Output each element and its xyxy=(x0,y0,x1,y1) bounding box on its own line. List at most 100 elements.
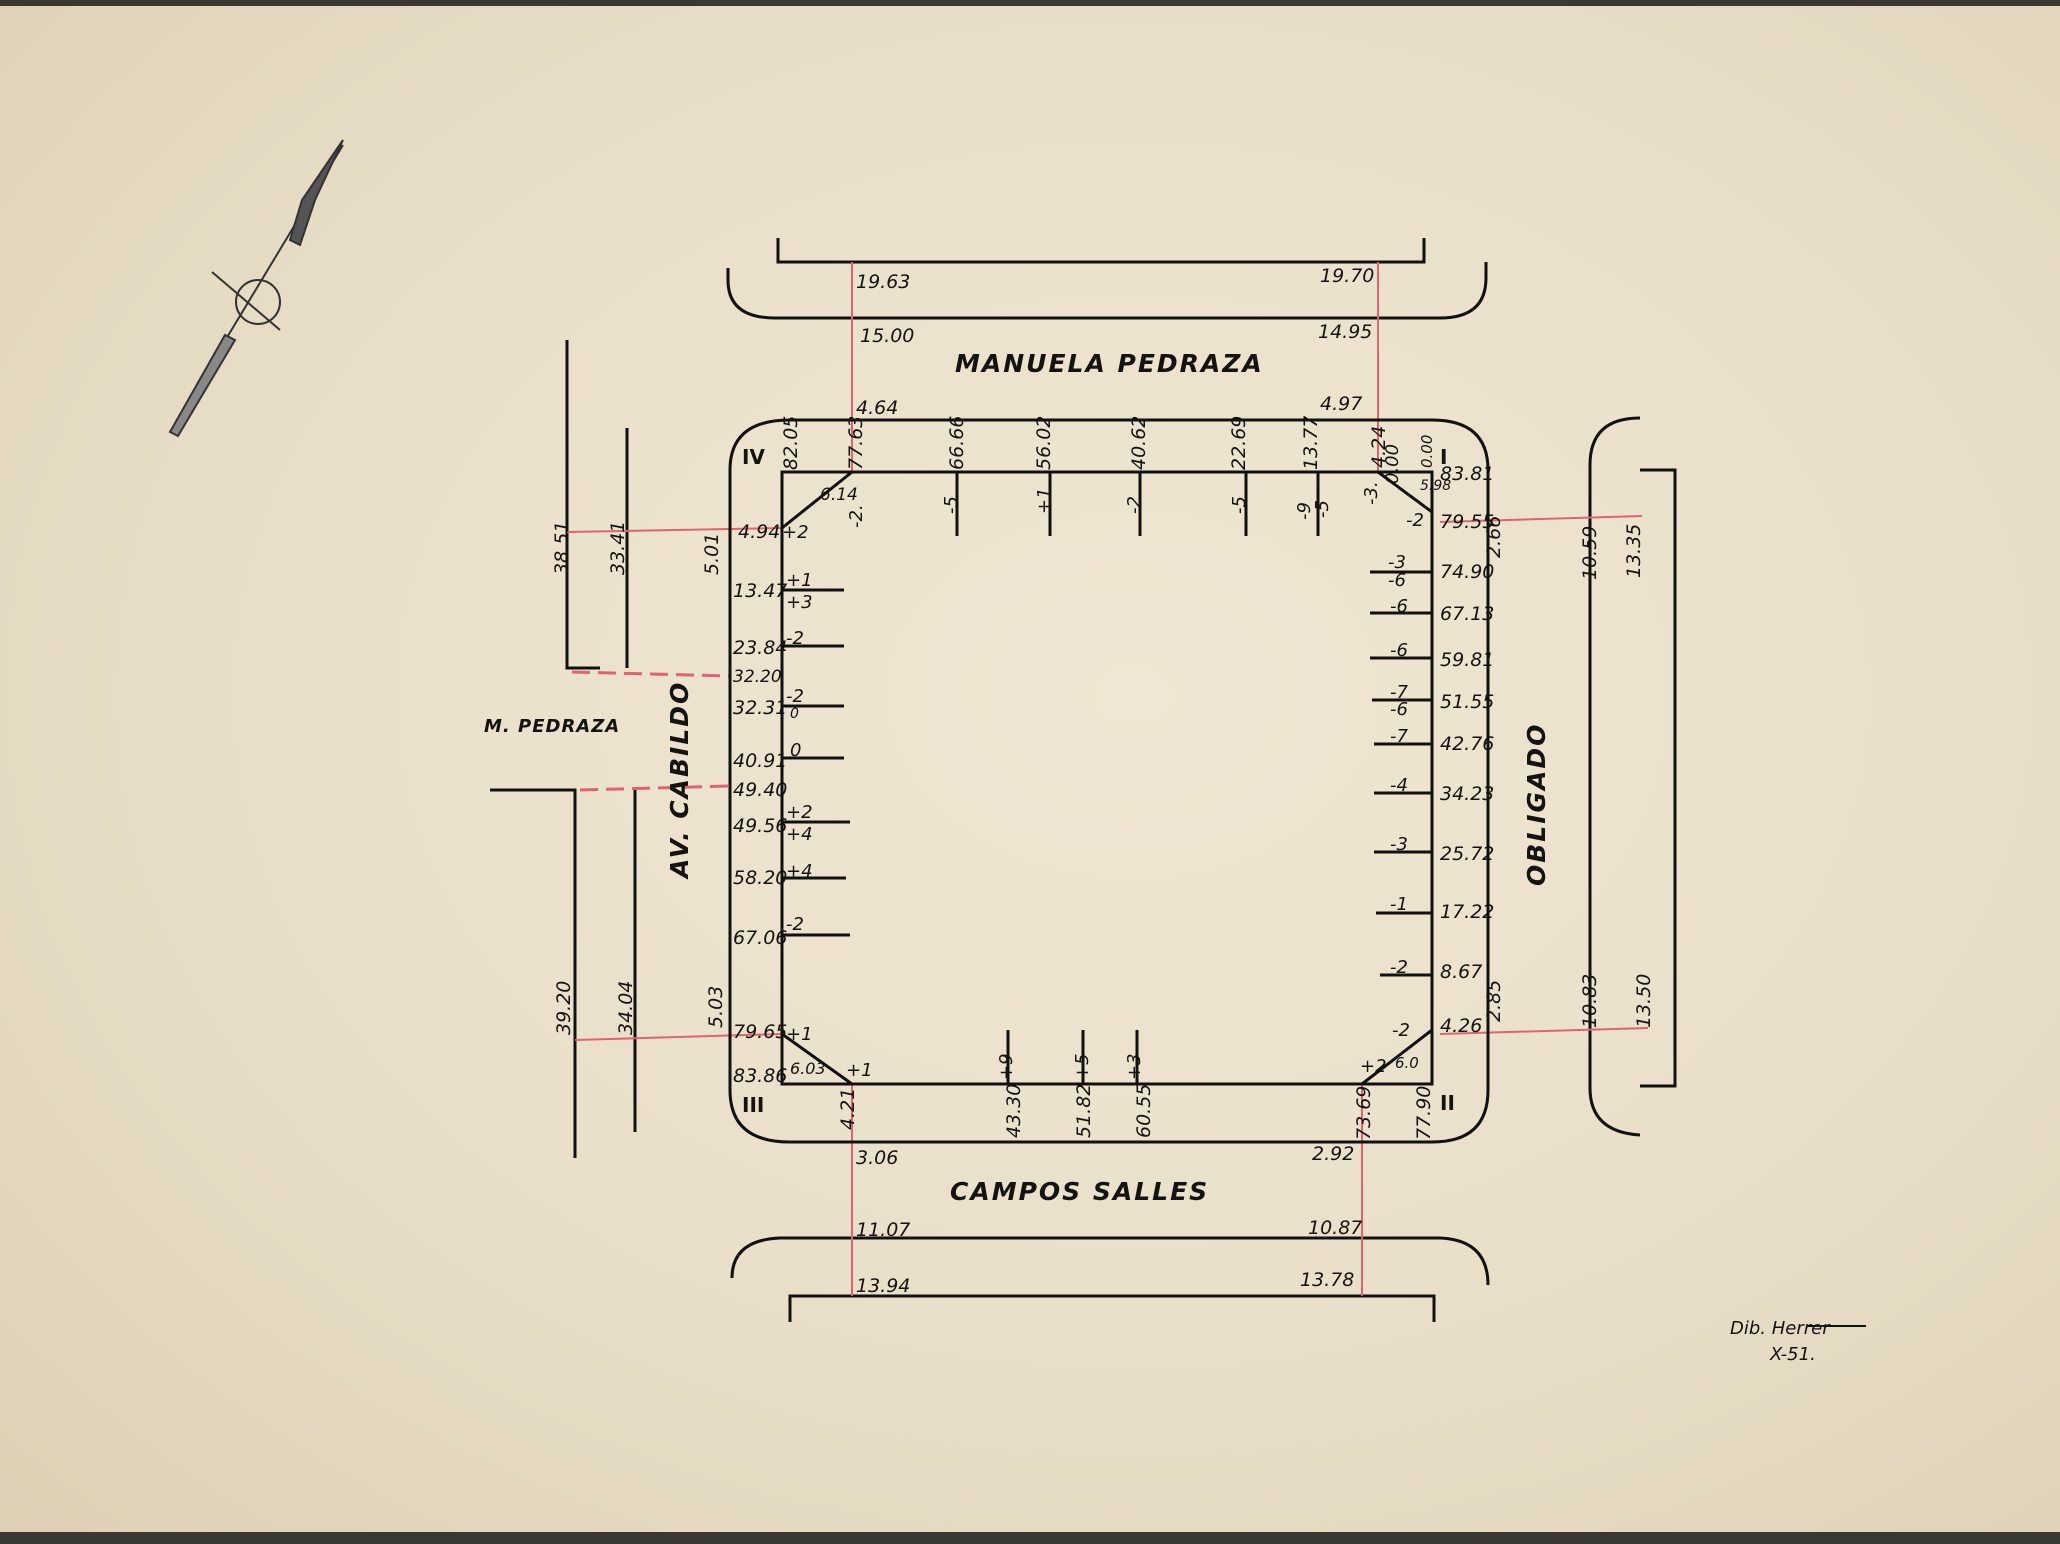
east-value: 59.81 xyxy=(1440,649,1494,671)
north-level: -9 xyxy=(1294,502,1315,520)
top-edge xyxy=(0,0,2060,6)
south-value: 13.94 xyxy=(856,1275,910,1297)
north-level: -2 xyxy=(1124,496,1145,514)
east-level: -2 xyxy=(1390,957,1408,978)
north-block-value: 0.00 xyxy=(1418,435,1436,468)
west-level: -2 xyxy=(786,628,804,649)
draftsman-signature: Dib. Herrer X-51. xyxy=(1730,1318,1866,1365)
east-street-value: 10.83 xyxy=(1579,974,1601,1028)
west-level: 0 xyxy=(790,706,799,722)
south-block-value: 43.30 xyxy=(1003,1084,1025,1138)
east-level: -6 xyxy=(1390,699,1408,720)
west-level: +3 xyxy=(786,592,813,613)
corner-i: I xyxy=(1440,445,1447,469)
street-campos-salles: CAMPOS SALLES xyxy=(950,1177,1209,1206)
west-value: 4.94 xyxy=(738,521,780,543)
north-level: -5 xyxy=(941,496,962,514)
corner-iv: IV xyxy=(742,445,765,469)
east-level: -4 xyxy=(1390,775,1408,796)
west-street-values: 38.51 33.41 5.01 39.20 34.04 5.03 xyxy=(551,521,727,1035)
south-side-values: 3.06 2.92 11.07 10.87 13.94 13.78 xyxy=(856,1143,1362,1297)
east-level: -6 xyxy=(1388,570,1406,591)
west-value: 23.84 xyxy=(733,637,787,659)
east-street-value: 10.59 xyxy=(1579,526,1601,580)
east-level: -3 xyxy=(1388,552,1406,573)
west-value: 79.65 xyxy=(733,1021,787,1043)
south-block-value: 60.55 xyxy=(1133,1084,1155,1138)
east-street-value: 2.66 xyxy=(1483,516,1505,558)
east-value: 34.23 xyxy=(1440,783,1494,805)
west-street-value: 38.51 xyxy=(551,521,573,575)
street-m-pedraza: M. PEDRAZA xyxy=(484,716,620,737)
west-value: 13.47 xyxy=(733,580,787,602)
south-value: 13.78 xyxy=(1300,1269,1354,1291)
south-block-value: 4.21 xyxy=(837,1088,859,1130)
east-level-values: 0.00 5.98 -2 -3 -6 -6 -6 -7 -6 -7 -4 -3 … xyxy=(1360,444,1451,1077)
south-block-value: 73.69 xyxy=(1353,1086,1375,1140)
west-street-value: 33.41 xyxy=(607,521,629,575)
east-value: 83.81 xyxy=(1440,463,1494,485)
west-street-value: 39.20 xyxy=(553,981,575,1035)
west-level: +4 xyxy=(786,861,813,882)
east-level: -1 xyxy=(1390,894,1408,915)
north-value: 19.63 xyxy=(856,271,910,293)
block-outline xyxy=(728,418,1490,1144)
west-street-value: 5.01 xyxy=(701,533,723,575)
north-level: -5 xyxy=(1312,500,1333,518)
west-value: 83.86 xyxy=(733,1065,787,1087)
north-level: +1 xyxy=(1034,487,1055,514)
street-obligado: OBLIGADO xyxy=(1522,723,1551,886)
south-level: +3 xyxy=(1124,1053,1145,1080)
south-block-values: 4.21 43.30 51.82 60.55 73.69 77.90 xyxy=(837,1084,1435,1140)
west-level: +1 xyxy=(786,1024,813,1045)
east-level: -2 xyxy=(1406,510,1424,531)
west-value: 49.56 xyxy=(733,815,787,837)
south-level: +9 xyxy=(996,1053,1017,1080)
west-value: 49.40 xyxy=(733,779,787,801)
north-block-values: 82.05 77.63 66.66 56.02 40.62 22.69 13.7… xyxy=(780,416,1436,470)
tie-lines xyxy=(566,262,1649,1296)
east-level: -7 xyxy=(1390,682,1408,703)
east-value: 51.55 xyxy=(1440,691,1494,713)
east-street-value: 13.50 xyxy=(1633,974,1655,1028)
north-block-value: 66.66 xyxy=(946,416,968,470)
north-value: 4.64 xyxy=(856,397,898,419)
west-level: +1 xyxy=(846,1060,873,1081)
west-value: 67.06 xyxy=(733,927,787,949)
west-level: -2 xyxy=(786,686,804,707)
north-level: -5 xyxy=(1229,496,1250,514)
west-level: 6.14 xyxy=(820,485,858,505)
east-level: -2 xyxy=(1392,1020,1410,1041)
west-level: +2 xyxy=(782,522,809,543)
west-street-value: 5.03 xyxy=(705,986,727,1028)
corner-iii: III xyxy=(742,1093,764,1117)
east-value: 25.72 xyxy=(1440,843,1494,865)
east-level: -6 xyxy=(1390,640,1408,661)
north-side-values: 19.63 19.70 15.00 14.95 4.64 4.97 xyxy=(856,265,1374,419)
south-level-values: +9 +5 +3 xyxy=(996,1053,1145,1080)
east-value: 17.22 xyxy=(1440,901,1494,923)
west-side-values: 4.94 13.47 23.84 32.20 32.31 40.91 49.40… xyxy=(733,521,787,1087)
west-value: 58.20 xyxy=(733,867,787,889)
east-value: 67.13 xyxy=(1440,603,1494,625)
east-street-value: 13.35 xyxy=(1623,524,1645,578)
east-street-values: 2.66 10.59 13.35 2.85 10.83 13.50 xyxy=(1483,516,1655,1028)
north-value: 15.00 xyxy=(860,325,914,347)
south-block-value: 51.82 xyxy=(1073,1084,1095,1138)
east-level: -6 xyxy=(1390,596,1408,617)
north-block-value: 40.62 xyxy=(1128,416,1150,470)
north-value: 4.97 xyxy=(1320,393,1362,415)
west-level-values: +2 +1 +3 -2 -2 0 0 +2 +4 +4 -2 +1 +1 6.0… xyxy=(782,485,873,1081)
south-level: +5 xyxy=(1072,1053,1093,1080)
west-level: +1 xyxy=(786,570,813,591)
street-manuela-pedraza: MANUELA PEDRAZA xyxy=(955,349,1264,378)
north-value: 19.70 xyxy=(1320,265,1374,287)
west-level: -2 xyxy=(786,914,804,935)
east-level: 6.0 xyxy=(1395,1054,1419,1072)
east-level: +2 xyxy=(1360,1056,1387,1077)
north-block-value: 22.69 xyxy=(1228,416,1250,470)
east-value: 4.26 xyxy=(1440,1015,1482,1037)
east-value: 8.67 xyxy=(1440,961,1482,983)
dashed-links xyxy=(571,670,731,792)
